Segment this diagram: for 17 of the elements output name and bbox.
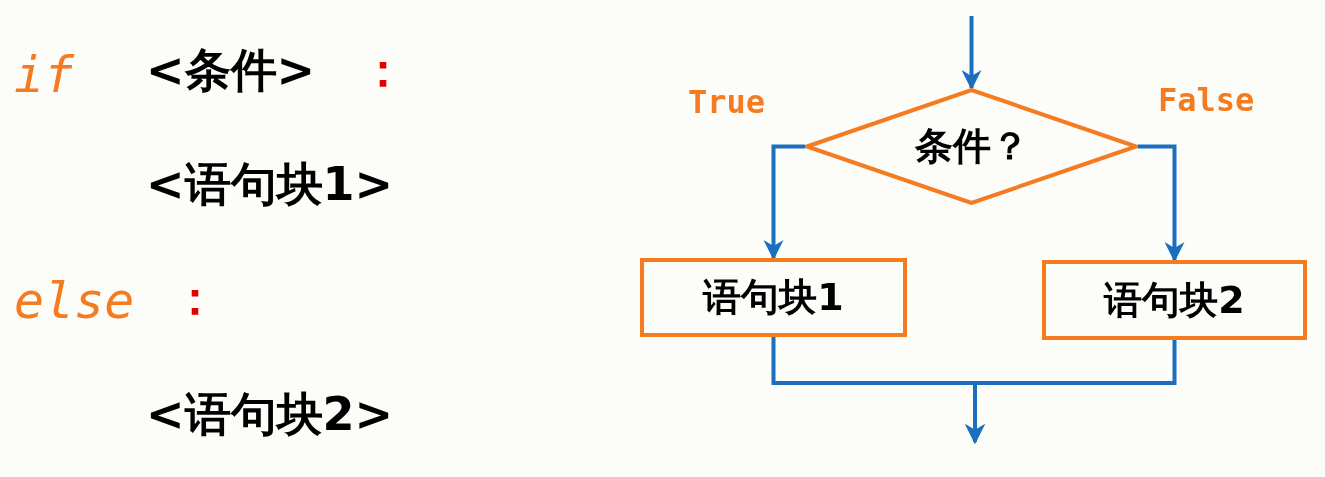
code-text: <语句块1> — [146, 156, 394, 213]
process-box — [1042, 260, 1307, 340]
arrow — [1138, 144, 1185, 262]
code-text: ： — [172, 270, 218, 327]
arrow — [763, 144, 805, 260]
process-box — [640, 258, 907, 337]
code-text: <条件> — [146, 42, 316, 99]
code-text: else — [14, 271, 135, 332]
arrow — [961, 16, 982, 90]
node-label: 语句块1 — [703, 274, 844, 321]
node-label: 语句块2 — [1104, 276, 1245, 324]
node-label: 条件？ — [914, 123, 1029, 170]
arrow — [965, 340, 1177, 444]
code-text: ： — [360, 42, 406, 99]
decision-diamond — [805, 88, 1138, 205]
code-text: <语句块2> — [146, 386, 394, 443]
code-text: if — [14, 45, 75, 106]
